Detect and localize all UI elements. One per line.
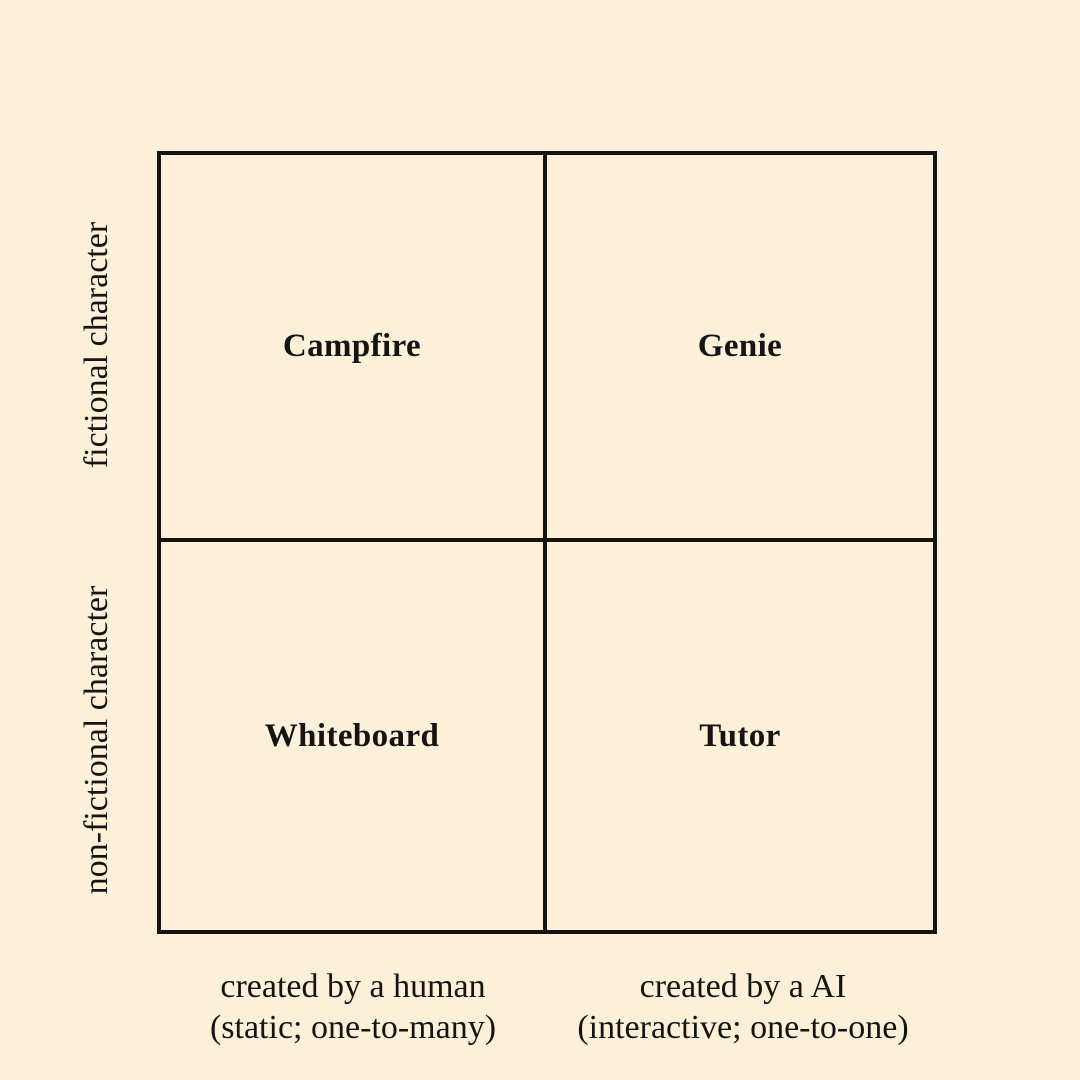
x-axis-label-ai-line2: (interactive; one-to-one)	[577, 1009, 909, 1047]
quadrant-top-right: Genie	[547, 155, 933, 538]
matrix-vertical-divider	[543, 151, 547, 934]
x-axis-label-human-line1: created by a human	[220, 968, 486, 1005]
x-axis-label-ai-line1: created by a AI	[639, 968, 847, 1005]
quadrant-label-tutor: Tutor	[699, 717, 781, 754]
x-axis-label-human: created by a human (static; one-to-many)	[210, 966, 496, 1049]
y-axis-label-fictional: fictional character	[78, 221, 115, 469]
matrix-horizontal-divider	[157, 538, 937, 542]
y-axis-label-non-fictional: non-fictional character	[78, 585, 115, 895]
quadrant-label-genie: Genie	[697, 328, 783, 364]
quadrant-top-left: Campfire	[161, 155, 543, 538]
quadrant-label-campfire: Campfire	[282, 328, 422, 364]
quadrant-bottom-right: Tutor	[547, 542, 933, 930]
x-axis-label-human-line2: (static; one-to-many)	[209, 1009, 497, 1047]
quadrant-bottom-left: Whiteboard	[161, 542, 543, 930]
matrix-outer-border	[157, 151, 937, 934]
x-axis-label-ai: created by a AI (interactive; one-to-one…	[577, 966, 908, 1049]
quadrant-label-whiteboard: Whiteboard	[264, 717, 440, 754]
